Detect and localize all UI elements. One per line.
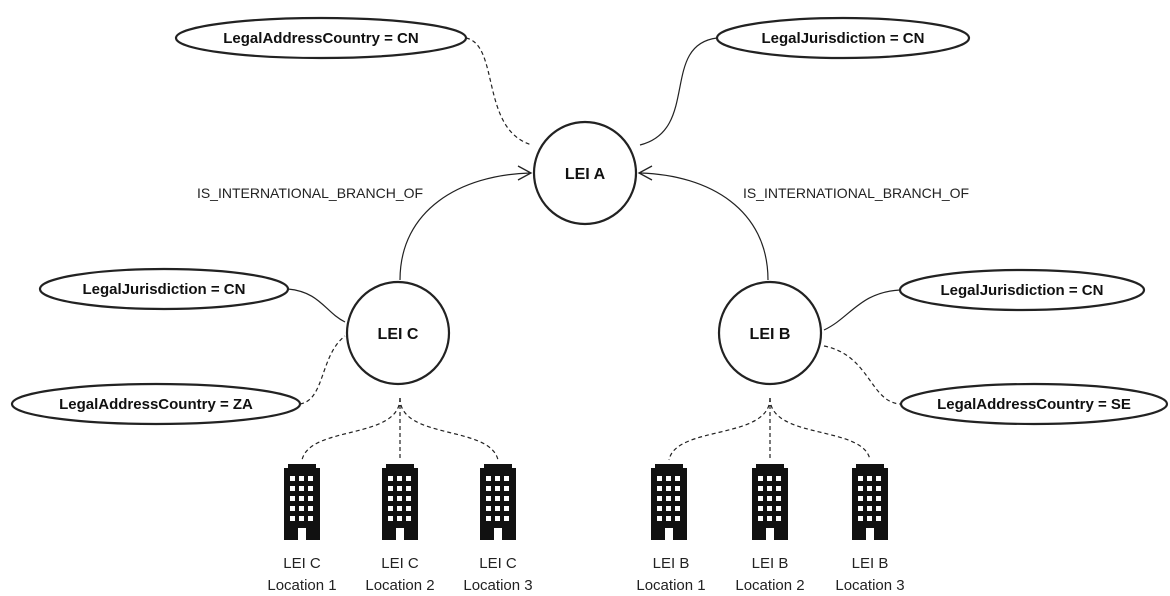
connector-c-location-1 [301, 397, 401, 461]
connector-b-location-3 [769, 397, 871, 461]
attribute-c-address: LegalAddressCountry = ZA [10, 382, 302, 426]
location-c-3-entity: LEI C [479, 555, 517, 572]
node-lei-c-label: LEI C [378, 326, 419, 343]
node-lei-b: LEI B [717, 280, 823, 386]
connector-a-address [465, 37, 533, 146]
location-b-3: LEI B Location 3 [835, 464, 905, 594]
connector-b-location-1 [668, 397, 771, 461]
location-c-1: LEI C Location 1 [267, 464, 337, 594]
edge-label-c-to-a: IS_INTERNATIONAL_BRANCH_OF [197, 185, 423, 201]
connector-c-location-3 [399, 397, 499, 461]
attribute-c-jurisdiction-label: LegalJurisdiction = CN [83, 281, 246, 298]
edge-c-to-a [399, 172, 531, 281]
attribute-b-jurisdiction: LegalJurisdiction = CN [898, 268, 1146, 312]
connector-c-jurisdiction [287, 288, 346, 323]
location-c-2: LEI C Location 2 [365, 464, 435, 594]
attribute-c-address-label: LegalAddressCountry = ZA [59, 396, 253, 413]
location-b-1-entity: LEI B [653, 555, 690, 572]
building-icon [752, 464, 788, 540]
connector-b-jurisdiction [823, 289, 901, 331]
arrowhead-b-to-a [637, 165, 653, 181]
location-b-1: LEI B Location 1 [636, 464, 706, 594]
attribute-b-jurisdiction-label: LegalJurisdiction = CN [941, 282, 1104, 299]
connector-b-address [823, 345, 901, 405]
building-icon [284, 464, 320, 540]
location-b-3-entity: LEI B [852, 555, 889, 572]
attribute-a-jurisdiction: LegalJurisdiction = CN [715, 16, 971, 60]
edge-b-to-a [639, 172, 769, 281]
attribute-a-address: LegalAddressCountry = CN [174, 16, 468, 60]
arrowhead-c-to-a [517, 165, 533, 181]
building-icon [651, 464, 687, 540]
location-c-3-name: Location 3 [463, 577, 532, 594]
attribute-a-address-label: LegalAddressCountry = CN [223, 30, 418, 47]
location-c-2-entity: LEI C [381, 555, 419, 572]
connector-c-address [299, 335, 346, 405]
node-lei-a: LEI A [532, 120, 638, 226]
location-c-1-entity: LEI C [283, 555, 321, 572]
attribute-c-jurisdiction: LegalJurisdiction = CN [38, 267, 290, 311]
location-b-2: LEI B Location 2 [735, 464, 805, 594]
building-icon [382, 464, 418, 540]
node-lei-c: LEI C [345, 280, 451, 386]
attribute-b-address: LegalAddressCountry = SE [899, 382, 1169, 426]
attribute-b-address-label: LegalAddressCountry = SE [937, 396, 1131, 413]
node-lei-b-label: LEI B [750, 326, 791, 343]
building-icon [480, 464, 516, 540]
location-b-3-name: Location 3 [835, 577, 904, 594]
location-c-3: LEI C Location 3 [463, 464, 533, 594]
location-c-2-name: Location 2 [365, 577, 434, 594]
node-lei-a-label: LEI A [565, 166, 606, 183]
attribute-a-jurisdiction-label: LegalJurisdiction = CN [762, 30, 925, 47]
location-b-2-name: Location 2 [735, 577, 804, 594]
location-b-2-entity: LEI B [752, 555, 789, 572]
connector-a-jurisdiction [639, 37, 718, 146]
location-c-1-name: Location 1 [267, 577, 336, 594]
location-b-1-name: Location 1 [636, 577, 705, 594]
building-icon [852, 464, 888, 540]
edge-label-b-to-a: IS_INTERNATIONAL_BRANCH_OF [743, 185, 969, 201]
